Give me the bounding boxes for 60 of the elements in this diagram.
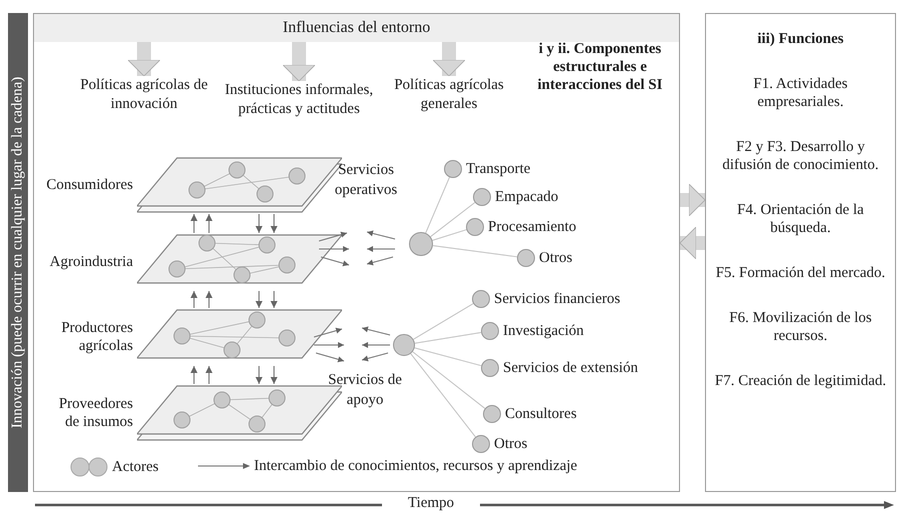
connector-line [432, 245, 518, 258]
function-item: F1. Actividades empresariales. [752, 75, 849, 111]
connector-line [414, 332, 482, 344]
function-item: F2 y F3. Desarrollo y difusión de conocimiento. [721, 138, 880, 174]
service-label: Procesamiento [488, 218, 576, 236]
service-label: Empacado [495, 188, 558, 206]
block-arrow [432, 42, 466, 76]
legend-label: Intercambio de conocimientos, recursos y aprendizaje [254, 457, 578, 475]
function-item: F6. Movilización de los recursos. [728, 309, 873, 345]
panel-heading: iii) Funciones [757, 30, 844, 48]
header-title: Influencias del entorno [282, 18, 430, 38]
block-arrow [680, 184, 706, 216]
arrow [206, 214, 212, 234]
section-heading: i y ii. Componentes estructurales e interacciones del SI [536, 40, 664, 94]
block-arrow [282, 42, 316, 82]
arrow [206, 366, 212, 384]
connector-line [425, 176, 450, 234]
legend-label: Actores [112, 458, 159, 476]
connector-line [410, 353, 476, 438]
arrow [190, 366, 198, 384]
policy-label: Políticas agrícolas de innovación [79, 76, 209, 114]
layer-label: Proveedores de insumos [58, 395, 133, 431]
service-label: Otros [494, 435, 528, 453]
block-arrow [680, 226, 705, 260]
arrow [256, 290, 262, 308]
function-item: F5. Formación del mercado. [716, 264, 886, 282]
arrow [256, 214, 262, 234]
policy-label: Políticas agrícolas generales [393, 76, 505, 114]
arrow [270, 290, 278, 308]
function-item: F7. Creación de legitimidad. [714, 372, 886, 390]
arrow [190, 290, 198, 308]
arrow [206, 290, 212, 308]
service-group-label: Servicios de apoyo [327, 371, 403, 410]
connector-line [432, 229, 467, 241]
service-label: Transporte [466, 160, 530, 178]
arrow [256, 366, 262, 384]
main-panel [33, 13, 680, 492]
layer-label: Productores agrícolas [60, 319, 133, 355]
service-label: Servicios de extensión [503, 359, 638, 377]
service-group-label: Servicios operativos [334, 161, 398, 200]
policy-label: Instituciones informales, prácticas y actitudes [224, 81, 374, 119]
function-item: F4. Orientación de la búsqueda. [736, 201, 865, 237]
arrow [270, 214, 278, 234]
band-label: Innovación (puede ocurrir en cualquier lugar de la cadena) [10, 76, 26, 428]
connector-line [414, 347, 482, 366]
functions-panel [705, 13, 896, 492]
arrow [270, 366, 278, 384]
connector-line [412, 303, 474, 340]
service-label: Investigación [503, 322, 584, 340]
arrow [190, 214, 198, 234]
layer-label: Agroindustria [50, 253, 133, 271]
innovation-band [8, 13, 28, 492]
service-label: Consultores [505, 405, 577, 423]
service-label: Otros [539, 249, 572, 267]
header-band [34, 14, 679, 42]
service-label: Servicios financieros [494, 290, 620, 308]
layer-label: Consumidores [46, 176, 133, 194]
connector-line [430, 202, 476, 238]
connector-line [412, 351, 486, 409]
block-arrow [128, 42, 160, 76]
